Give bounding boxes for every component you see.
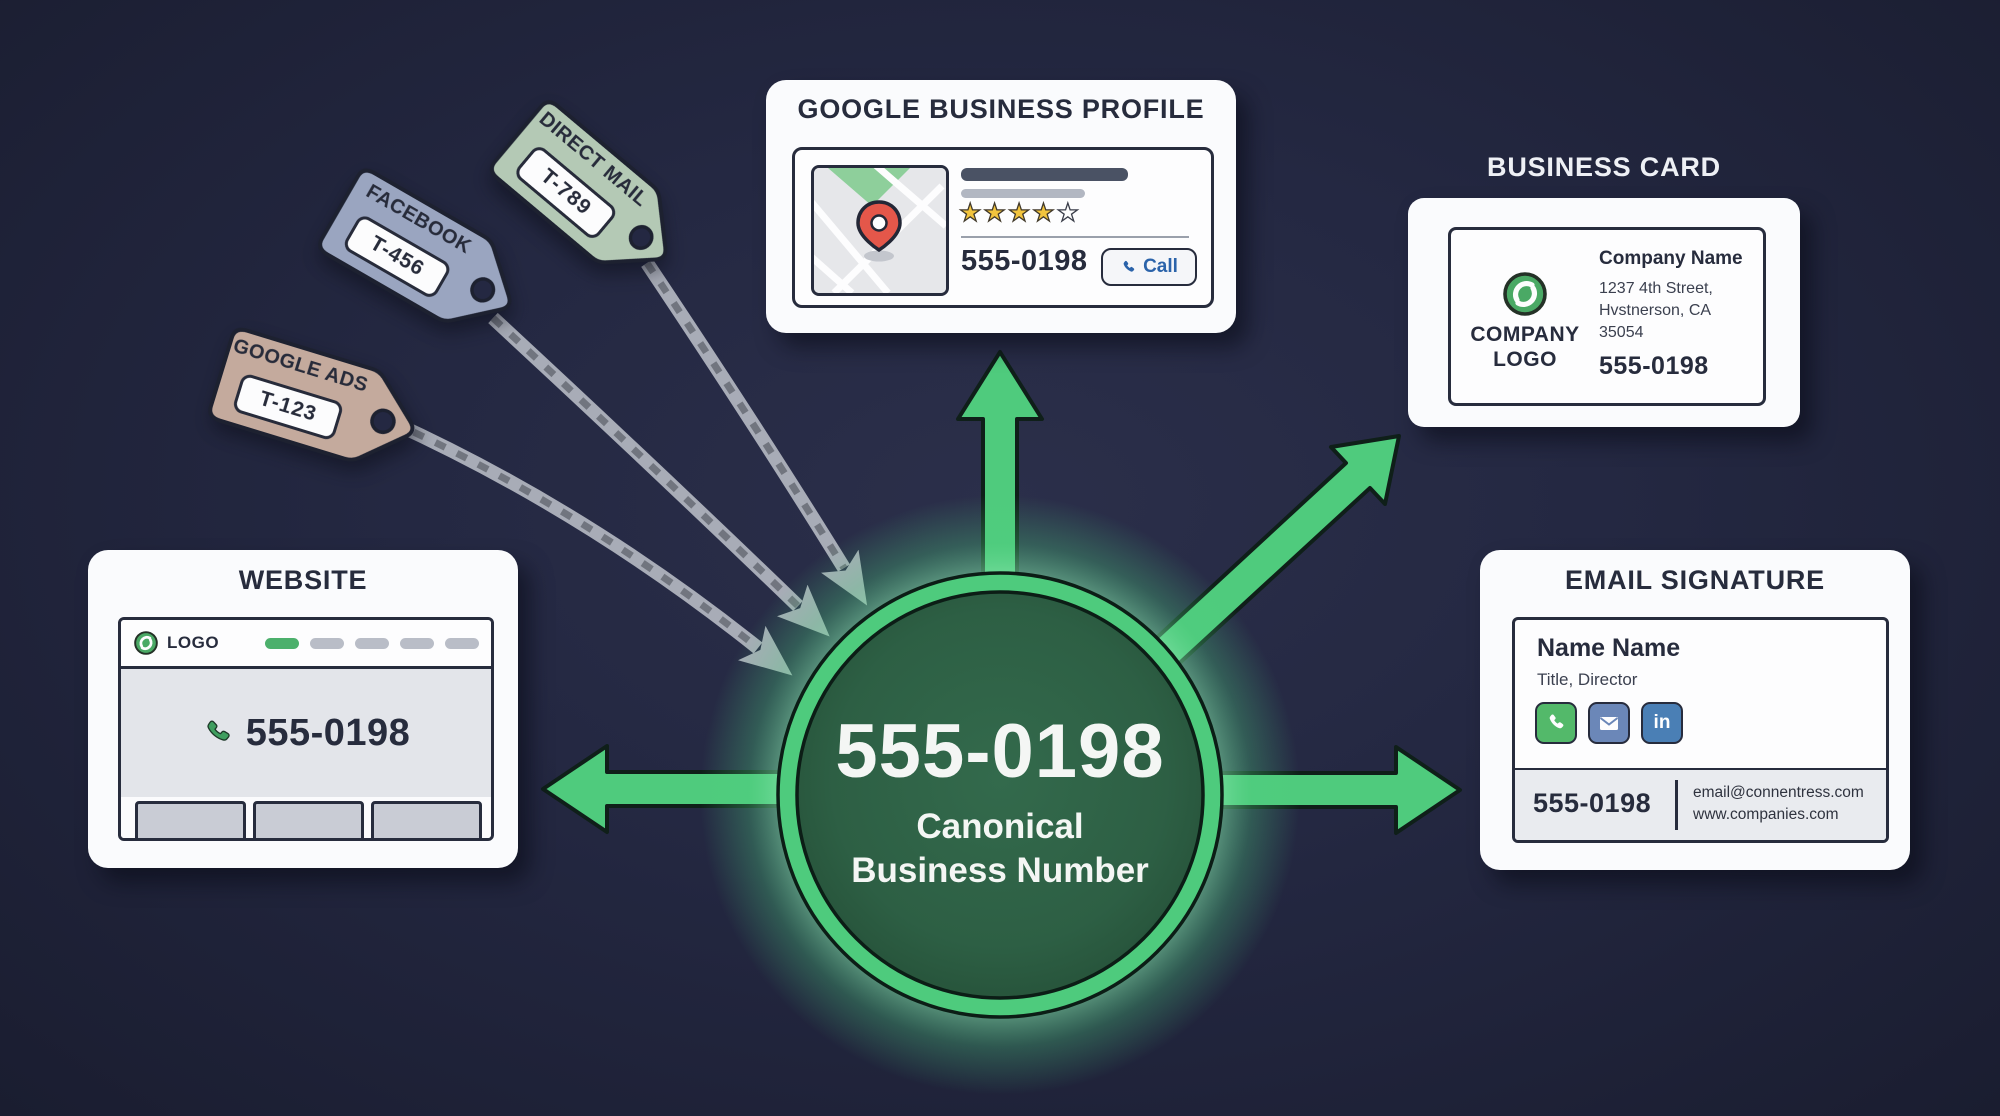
signature-contact-links: email@connentress.com www.companies.com	[1693, 782, 1864, 826]
tracking-string-google-ads	[389, 415, 793, 676]
tracking-string-direct-mail	[641, 259, 868, 606]
map-graphic	[814, 168, 946, 293]
mail-icon	[1599, 717, 1619, 730]
tag-hole	[370, 408, 396, 435]
tag-direct-mail: DIRECT MAIL T-789	[484, 94, 698, 296]
company-name: Company Name	[1599, 248, 1743, 269]
footer-block	[371, 801, 482, 838]
phone-icon	[1123, 260, 1135, 272]
company-logo-icon	[1503, 272, 1547, 316]
footer-block	[253, 801, 364, 838]
site-logo-label: LOGO	[167, 633, 220, 652]
nav-item-active[interactable]	[265, 637, 299, 649]
call-button[interactable]: Call	[1101, 248, 1197, 286]
site-footer	[121, 797, 491, 838]
google-business-profile-card: GOOGLE BUSINESS PROFILE	[766, 80, 1236, 333]
email-icon-button[interactable]	[1588, 702, 1630, 744]
empty-star: ★	[1056, 198, 1082, 227]
nav-item[interactable]	[445, 637, 479, 649]
tag-google-ads: GOOGLE ADS T-123	[204, 323, 429, 479]
listing-subtext-placeholder	[961, 189, 1085, 198]
signature-email[interactable]: email@connentress.com	[1693, 784, 1864, 801]
site-logo-icon	[134, 631, 158, 655]
signature-social-icons: in	[1535, 702, 1683, 744]
company-address: 1237 4th Street, Hvstnerson, CA 35054	[1599, 280, 1713, 341]
site-header: LOGO	[121, 620, 491, 669]
signature-job-title: Title, Director	[1537, 670, 1638, 689]
filled-stars: ★★★★	[958, 198, 1057, 227]
signature-website-url[interactable]: www.companies.com	[1693, 806, 1839, 823]
phone-icon-button[interactable]	[1535, 702, 1577, 744]
tag-hole	[470, 277, 496, 303]
nav-menu	[265, 637, 479, 649]
tag-hole	[628, 224, 654, 250]
canonical-number-node: 555-0198 Canonical Business Number	[780, 708, 1220, 893]
footer-block	[135, 801, 246, 838]
signature-block: Name Name Title, Director in	[1512, 617, 1889, 843]
signature-phone-number: 555-0198	[1533, 788, 1652, 818]
listing-phone-number: 555-0198	[961, 245, 1088, 277]
tag-facebook: FACEBOOK T-456	[312, 163, 535, 350]
linkedin-icon: in	[1653, 712, 1671, 733]
linkedin-icon-button[interactable]: in	[1641, 702, 1683, 744]
listing-divider	[961, 236, 1189, 238]
company-logo-caption: COMPANY LOGO	[1470, 323, 1580, 371]
profile-listing-box: ★★★★★ 555-0198 Call	[792, 147, 1214, 308]
website-title: WEBSITE	[238, 565, 368, 595]
canonical-caption: Canonical Business Number	[851, 807, 1149, 890]
business-card-face: COMPANY LOGO Company Name 1237 4th Stree…	[1448, 227, 1766, 406]
nav-item[interactable]	[400, 637, 434, 649]
center-circle	[795, 590, 1205, 1000]
listing-name-placeholder	[961, 168, 1128, 181]
browser-mockup: LOGO 555-0198	[118, 617, 494, 841]
website-card: WEBSITE LOGO	[88, 550, 518, 868]
business-card-title: BUSINESS CARD	[1487, 152, 1721, 182]
google-business-profile-title: GOOGLE BUSINESS PROFILE	[797, 94, 1205, 124]
phone-icon	[207, 720, 230, 741]
nav-item[interactable]	[310, 637, 344, 649]
phone-icon	[1549, 714, 1564, 729]
site-phone-number: 555-0198	[245, 711, 411, 754]
business-card-phone-number: 555-0198	[1599, 352, 1709, 380]
map-thumbnail	[811, 165, 949, 296]
nav-item[interactable]	[355, 637, 389, 649]
site-hero: 555-0198	[121, 669, 491, 797]
canonical-phone-number: 555-0198	[835, 709, 1165, 794]
signature-name: Name Name	[1537, 634, 1681, 662]
email-signature-card: EMAIL SIGNATURE Name Name Title, Directo…	[1480, 550, 1910, 870]
business-card: COMPANY LOGO Company Name 1237 4th Stree…	[1408, 198, 1800, 427]
tracking-string-facebook	[488, 312, 830, 637]
rating-stars: ★★★★★	[958, 198, 1082, 228]
signature-contact-strip: 555-0198 email@connentress.com www.compa…	[1515, 768, 1886, 840]
email-signature-title: EMAIL SIGNATURE	[1564, 565, 1825, 595]
call-button-label: Call	[1143, 256, 1178, 277]
contact-divider	[1675, 780, 1678, 830]
